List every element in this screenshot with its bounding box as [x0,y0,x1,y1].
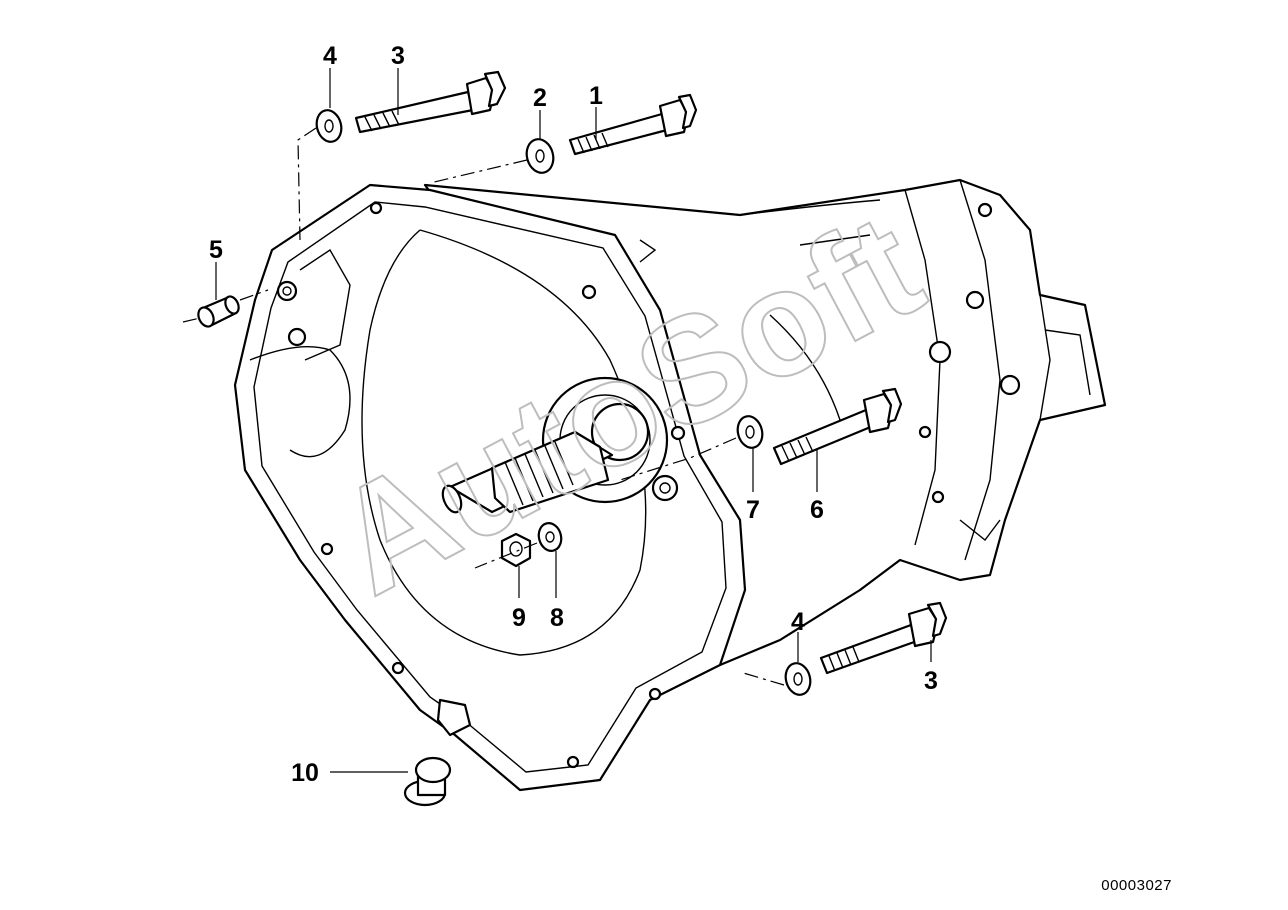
callout-labels: 1 2 3 4 5 6 7 8 9 10 4 3 [209,42,938,787]
bolt-part-1 [568,93,698,156]
dowel-sleeve-part-5 [197,295,240,328]
callout-10: 10 [291,759,319,787]
bolt-part-3-top [354,70,507,134]
washer-part-8 [537,522,563,552]
bell-housing [233,183,747,792]
bolt-part-6 [772,387,903,466]
callout-3-bottom: 3 [924,667,938,695]
washer-part-7 [736,415,764,449]
callout-1: 1 [589,82,603,110]
callout-2: 2 [533,84,547,112]
plug-part-10 [403,756,452,807]
washer-part-4-top [315,109,343,143]
washer-part-4-bottom [784,662,812,696]
nut-part-9 [500,532,532,568]
callout-8: 8 [550,604,564,632]
callout-9: 9 [512,604,526,632]
callout-7: 7 [746,496,760,524]
callout-5: 5 [209,236,223,264]
callout-4-top: 4 [323,42,337,70]
callout-3-top: 3 [391,42,405,70]
callout-6: 6 [810,496,824,524]
callout-4-bottom: 4 [791,608,805,636]
bolt-part-3-bottom [819,601,948,675]
assembly-lines [182,127,785,686]
diagram-reference-number: 00003027 [1101,877,1172,894]
leader-lines [215,68,932,773]
washer-part-2 [525,138,555,174]
